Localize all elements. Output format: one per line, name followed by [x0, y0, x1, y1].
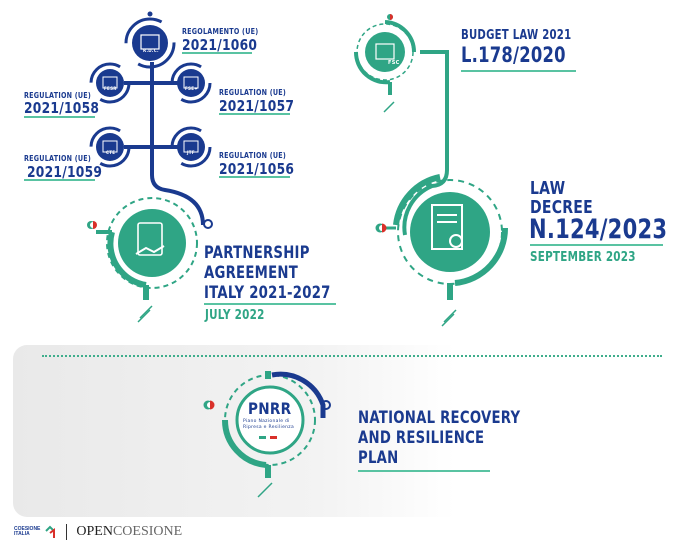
- logo-coesione-text: COESIONE: [112, 524, 183, 539]
- folder-icon-cte: [89, 126, 131, 168]
- connector-dot-icon: [147, 11, 153, 17]
- icon-label: JTF: [187, 150, 195, 155]
- underline: [182, 52, 252, 54]
- coesione-italia-logo: COESIONE ITALIA: [14, 527, 40, 537]
- pnrr-badge-sub: Ripresa e Resilienza: [243, 425, 295, 430]
- partnership-date: JULY 2022: [205, 308, 265, 323]
- budget-law-number: L.178/2020: [461, 43, 566, 67]
- budget-law-label: BUDGET LAW 2021: [461, 28, 572, 43]
- fsc-connector: [353, 14, 449, 236]
- handshake-document-icon: [87, 197, 198, 323]
- icon-label: CTE: [106, 150, 116, 155]
- pnrr-badge-sub: Piano Nazionale di: [243, 419, 290, 424]
- law-decree-date: SEPTEMBER 2023: [530, 250, 636, 265]
- underline: [219, 113, 290, 115]
- pnrr-badge-graphic: [203, 371, 331, 498]
- regulation-label: REGOLAMENTO (UE): [182, 27, 259, 36]
- icon-label: FESR: [104, 86, 117, 91]
- stamp-document-icon: [375, 174, 509, 327]
- underline: [24, 179, 95, 181]
- underline: [204, 303, 336, 305]
- connector-dot-icon: [203, 219, 213, 229]
- partnership-title-2: AGREEMENT: [204, 263, 298, 283]
- underline: [358, 470, 490, 472]
- folder-icon-jtf: [170, 126, 212, 168]
- partnership-title-3: ITALY 2021-2027: [204, 283, 331, 303]
- pnrr-title-3: PLAN: [358, 448, 399, 468]
- regulation-number: 2021/1059: [27, 163, 103, 181]
- icon-label: FSC: [388, 60, 400, 66]
- law-decree-title-1: LAW: [530, 178, 566, 199]
- regulation-number: 2021/1056: [219, 160, 295, 178]
- regulation-label: REGULATION (UE): [219, 151, 287, 160]
- law-decree-title-2: DECREE: [530, 197, 593, 218]
- fsc-folder-icon: [365, 32, 405, 72]
- regulation-label: REGULATION (UE): [24, 91, 92, 100]
- underline: [461, 70, 576, 72]
- underline: [219, 176, 290, 178]
- logo-separator: [66, 524, 68, 540]
- pnrr-badge-title: PNRR: [248, 399, 292, 418]
- regulation-number: 2021/1060: [182, 36, 258, 54]
- law-decree-number: N.124/2023: [529, 214, 668, 245]
- underline: [530, 244, 663, 246]
- regulation-label: REGULATION (UE): [219, 88, 287, 97]
- underline: [24, 116, 95, 118]
- logo-text: ITALIA: [14, 531, 30, 537]
- regulation-number: 2021/1058: [24, 99, 100, 117]
- icon-label: FSE+: [185, 86, 198, 91]
- pnrr-title-1: NATIONAL RECOVERY: [358, 408, 521, 428]
- folder-icon-main: [124, 17, 176, 69]
- icon-label: R.D.C.: [143, 48, 159, 53]
- partnership-title-1: PARTNERSHIP: [204, 243, 310, 263]
- pnrr-panel: [13, 345, 693, 517]
- folder-icon-fesr: [89, 62, 131, 104]
- logo-open-text: OPEN: [76, 524, 113, 539]
- regulation-label: REGULATION (UE): [24, 154, 92, 163]
- pnrr-title-2: AND RESILIENCE: [358, 428, 485, 448]
- logo-text: COESIONE: [14, 526, 41, 532]
- regulation-number: 2021/1057: [219, 97, 295, 115]
- coesione-mark-icon: [45, 525, 56, 538]
- divider-dotted: [42, 355, 662, 357]
- folder-icon-fse: [170, 62, 212, 104]
- regulation-tree-connector: [124, 62, 205, 226]
- regulation-icons: [89, 17, 212, 168]
